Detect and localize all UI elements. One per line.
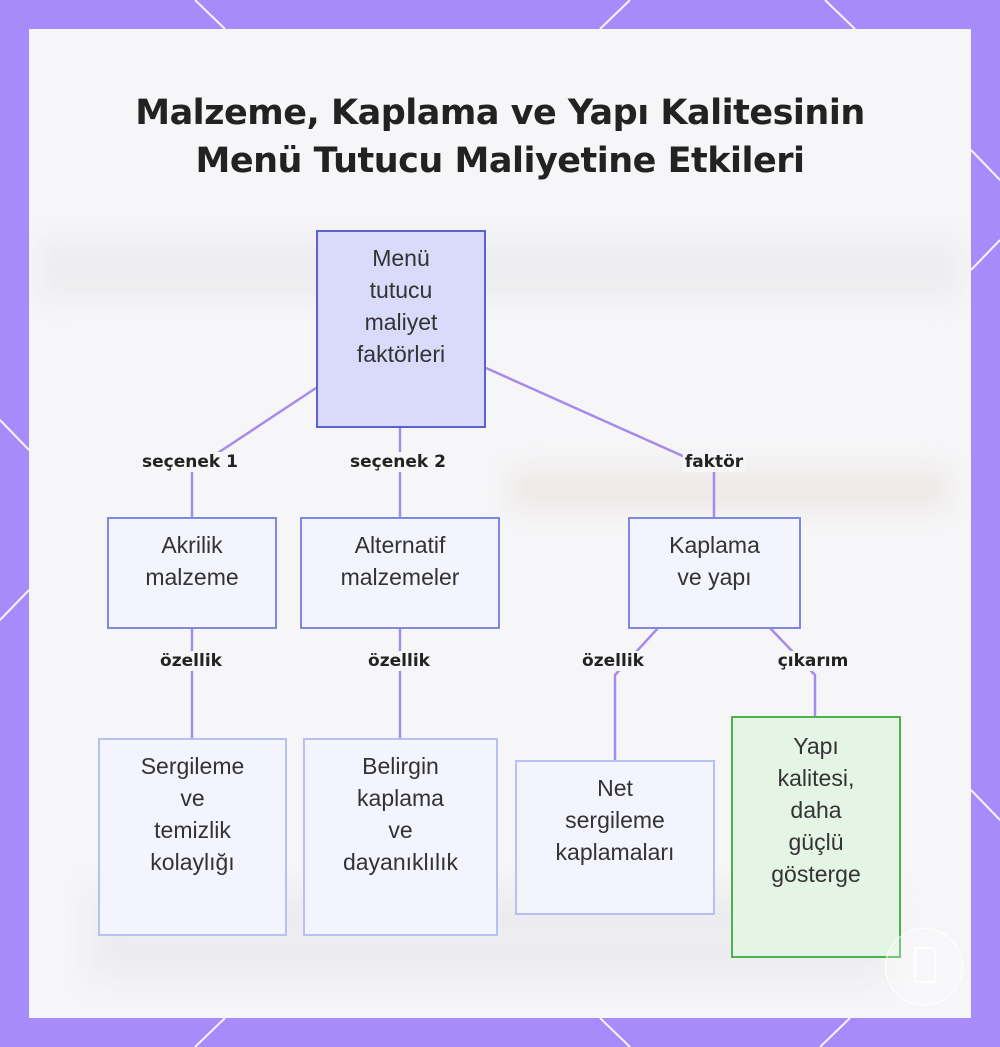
node-clear-display-finishes: Net sergileme kaplamaları bbox=[515, 760, 715, 915]
node-build-quality-indicator: Yapı kalitesi, daha güçlü gösterge bbox=[731, 716, 901, 958]
edge-root-finish bbox=[485, 366, 716, 517]
phone-watermark-icon bbox=[885, 928, 963, 1006]
edge-label-option-1: seçenek 1 bbox=[140, 452, 240, 472]
node-acrylic-material: Akrilik malzeme bbox=[107, 517, 277, 629]
node-finish-durability: Belirgin kaplama ve dayanıklılık bbox=[303, 738, 498, 936]
edge-label-inference: çıkarım bbox=[775, 651, 851, 671]
edge-label-feature-acrylic: özellik bbox=[158, 651, 224, 671]
title-line-2: Menü Tutucu Maliyetine Etkileri bbox=[195, 141, 806, 181]
node-display-cleaning: Sergileme ve temizlik kolaylığı bbox=[98, 738, 287, 936]
edge-finish-quality bbox=[769, 627, 817, 716]
diagram-title: Malzeme, Kaplama ve Yapı Kalitesinin Men… bbox=[0, 89, 1000, 185]
edge-label-factor: faktör bbox=[682, 452, 746, 472]
edge-label-feature-finish: özellik bbox=[580, 651, 646, 671]
node-finish-and-build: Kaplama ve yapı bbox=[628, 517, 801, 629]
title-line-1: Malzeme, Kaplama ve Yapı Kalitesinin bbox=[135, 93, 865, 133]
edge-label-feature-alternative: özellik bbox=[366, 651, 432, 671]
node-cost-factors: Menü tutucu maliyet faktörleri bbox=[316, 230, 486, 428]
edge-label-option-2: seçenek 2 bbox=[348, 452, 448, 472]
node-alternative-materials: Alternatif malzemeler bbox=[300, 517, 500, 629]
edge-finish-clear bbox=[613, 627, 659, 760]
